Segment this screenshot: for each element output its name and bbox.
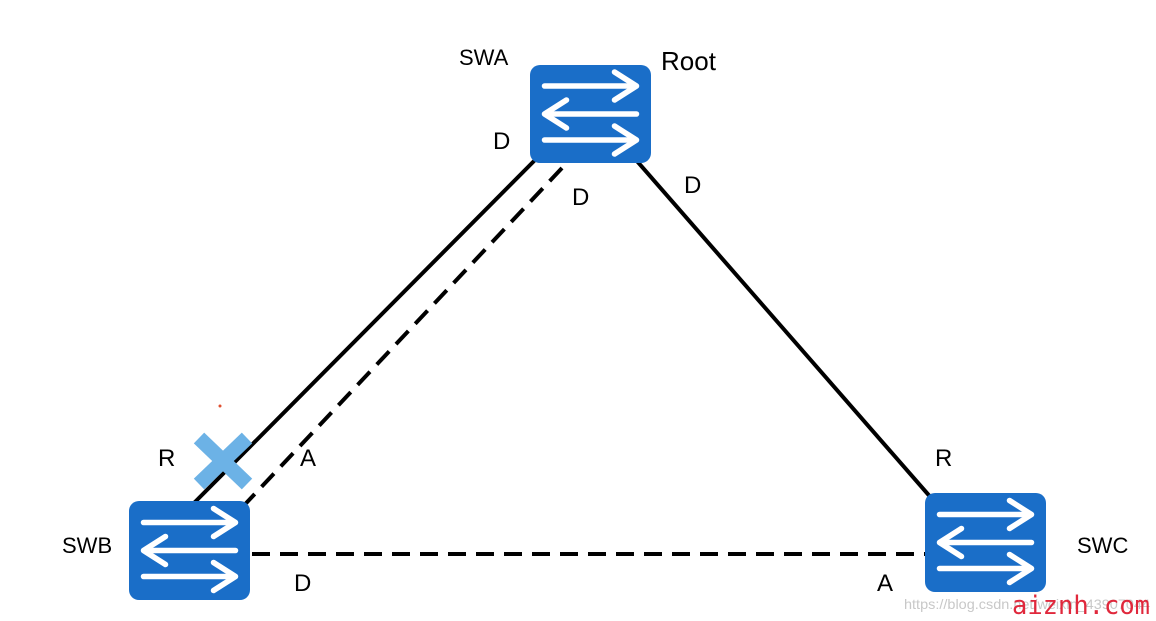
x-mark-icon: [193, 432, 253, 490]
switch-label-swb: SWB: [62, 533, 112, 558]
link-swa-swc: [634, 158, 935, 502]
watermark-brand: aiznh.com: [1012, 591, 1150, 621]
port-label-swa-swb-lower: D: [572, 184, 589, 211]
port-label-swc-alternate: A: [877, 570, 893, 597]
port-label-swa-swc: D: [684, 172, 701, 199]
root-label: Root: [661, 46, 717, 76]
watermark-url: https://blog.csdn.net/weixin_43907044: [904, 596, 1150, 612]
link-swa-swb-solid: [192, 153, 542, 505]
switch-swa: [530, 65, 651, 163]
switch-label-swa: SWA: [459, 45, 509, 70]
port-label-swc-root: R: [935, 445, 952, 472]
switch-swc: [925, 493, 1046, 592]
switch-arrows-icon: [545, 72, 637, 154]
switch-arrows-icon: [940, 501, 1032, 583]
stray-dot: [218, 404, 222, 408]
switch-swb: [129, 501, 250, 600]
port-label-swb-swc: D: [294, 570, 311, 597]
port-label-swa-swb-upper: D: [493, 128, 510, 155]
port-label-swb-alternate: A: [300, 445, 316, 472]
switch-label-swc: SWC: [1077, 533, 1128, 558]
link-swa-swb-dashed: [232, 166, 564, 518]
port-label-swb-root: R: [158, 445, 175, 472]
switch-arrows-icon: [144, 509, 236, 591]
